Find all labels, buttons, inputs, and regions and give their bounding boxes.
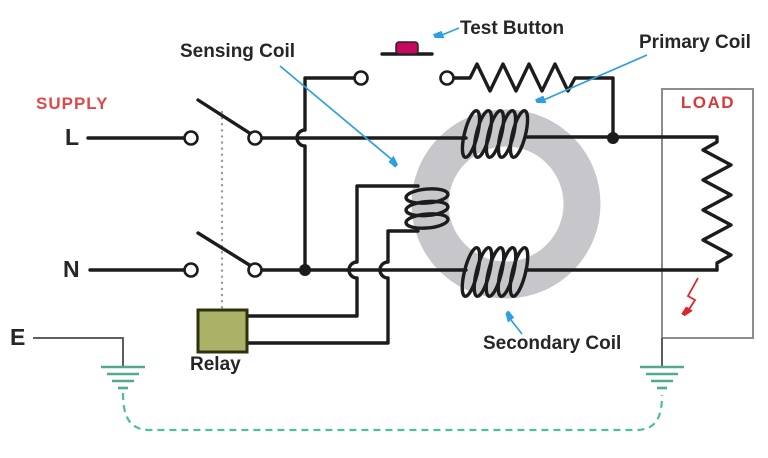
neutral-switch-blade: [196, 231, 253, 268]
earth-wire-left: [33, 337, 124, 366]
test-resistor: [451, 62, 615, 140]
neutral-junction-dot: [299, 264, 311, 276]
sensing-coil-icon: [404, 187, 450, 230]
secondary-coil-label: Secondary Coil: [483, 333, 622, 354]
load-label: LOAD: [680, 93, 736, 112]
sensing-coil-wire-bottom: [245, 229, 420, 345]
supply-label: SUPPLY: [36, 94, 109, 113]
relay-icon: [196, 308, 249, 354]
fault-current-arrow-icon: [686, 277, 699, 314]
test-contact-terminal-right: [439, 70, 455, 86]
live-switch-blade: [196, 98, 253, 136]
sensing-coil-wire-top: [245, 184, 420, 318]
sensing-coil-label: Sensing Coil: [180, 41, 296, 62]
earth-ground-left-icon: [101, 365, 145, 390]
live-label: L: [65, 124, 80, 150]
relay-label: Relay: [190, 354, 241, 375]
secondary-coil-icon: [460, 245, 530, 299]
earth-ground-right-icon: [640, 365, 684, 390]
sensing-coil-arrow-icon: [279, 65, 396, 163]
primary-coil-label: Primary Coil: [639, 32, 751, 53]
secondary-coil-arrow-icon: [507, 315, 523, 335]
neutral-switch-terminal-left: [183, 262, 199, 278]
live-junction-dot: [607, 132, 619, 144]
load-box: [661, 88, 754, 339]
test-button-label: Test Button: [460, 18, 565, 39]
test-contact-terminal-left: [353, 70, 369, 86]
neutral-switch-terminal-right: [247, 262, 263, 278]
test-button-icon: [395, 41, 419, 55]
primary-coil-arrow-icon: [539, 54, 648, 102]
load-resistor: [701, 136, 733, 272]
primary-coil-icon: [460, 108, 530, 160]
neutral-label: N: [63, 256, 80, 282]
test-circuit-wire-left: [295, 76, 357, 274]
earth-return-dashed-path: [121, 392, 664, 432]
live-switch-terminal-left: [183, 130, 199, 146]
test-button-arrow-icon: [437, 27, 460, 37]
earth-label: E: [10, 324, 26, 350]
live-switch-terminal-right: [247, 130, 263, 146]
